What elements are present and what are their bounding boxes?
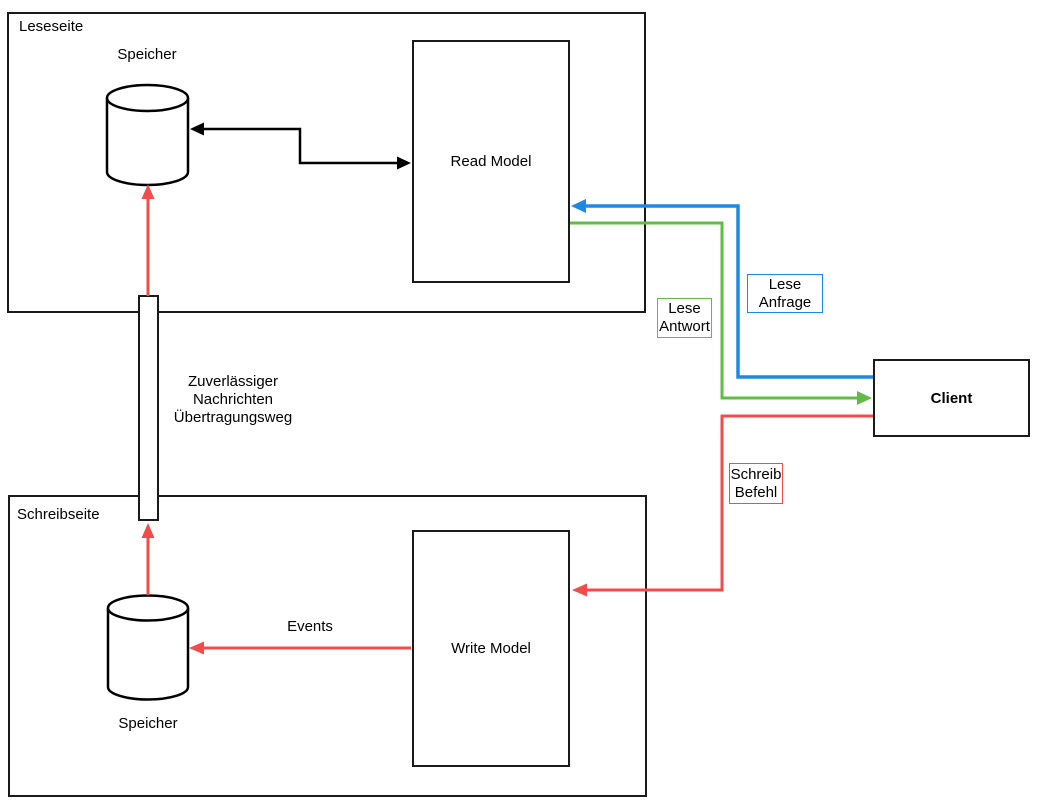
write-side-container bbox=[8, 495, 647, 797]
write-command-label: Schreib Befehl bbox=[729, 463, 783, 504]
read-response-label: Lese Antwort bbox=[657, 298, 712, 338]
message-channel-pipe bbox=[138, 295, 159, 521]
client-label: Client bbox=[930, 389, 973, 407]
message-channel-label: Zuverlässiger Nachrichten Übertragungswe… bbox=[173, 373, 293, 426]
read-side-container bbox=[7, 12, 646, 313]
write-model-label: Write Model bbox=[451, 640, 531, 657]
write-side-title: Schreibseite bbox=[17, 506, 100, 523]
read-model-node: Read Model bbox=[412, 40, 570, 283]
write-storage-label: Speicher bbox=[118, 715, 178, 732]
read-model-label: Read Model bbox=[450, 153, 532, 170]
events-label: Events bbox=[287, 618, 333, 635]
client-node: Client bbox=[873, 359, 1030, 437]
read-storage-label: Speicher bbox=[117, 46, 177, 63]
read-request-label: Lese Anfrage bbox=[747, 274, 823, 313]
write-model-node: Write Model bbox=[412, 530, 570, 767]
read-side-title: Leseseite bbox=[19, 18, 84, 35]
